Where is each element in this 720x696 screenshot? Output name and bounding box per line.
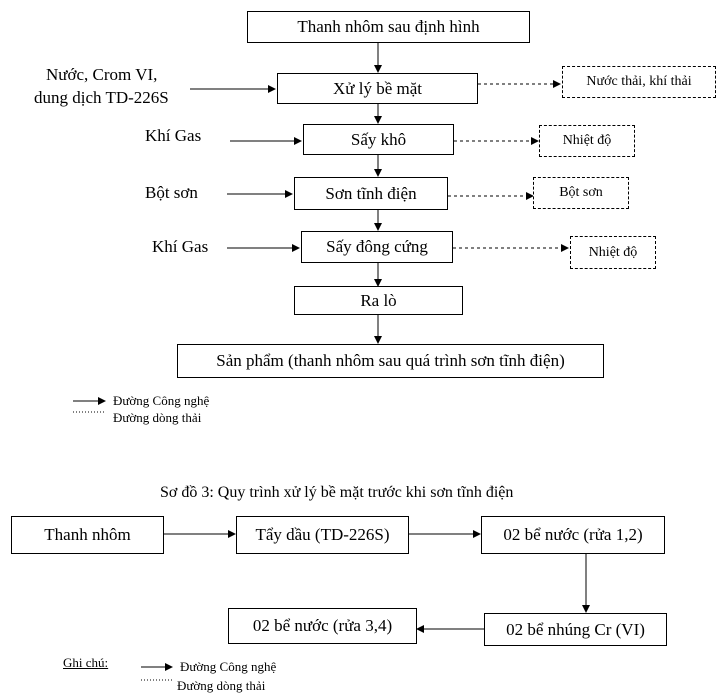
input-chemicals-line1: Nước, Crom VI, <box>46 65 158 84</box>
output-heat-2: Nhiệt độ <box>570 236 656 269</box>
legend-process-label: Đường Công nghệ <box>180 659 277 674</box>
box-drying: Sấy khô <box>303 124 454 155</box>
box-kiln-out: Ra lò <box>294 286 463 315</box>
box-aluminum-profile: Thanh nhôm sau định hình <box>247 11 530 43</box>
output-heat-1: Nhiệt độ <box>539 125 635 157</box>
box-aluminum-bar: Thanh nhôm <box>11 516 164 554</box>
legend-note: Ghi chú: <box>63 655 109 670</box>
box-powder-coating: Sơn tĩnh điện <box>294 177 448 210</box>
box-rinse-3-4: 02 bể nước (rửa 3,4) <box>228 608 417 644</box>
box-degrease: Tẩy dầu (TD-226S) <box>236 516 409 554</box>
output-powder: Bột sơn <box>533 177 629 209</box>
box-product: Sản phẩm (thanh nhôm sau quá trình sơn t… <box>177 344 604 378</box>
box-curing: Sấy đông cứng <box>301 231 453 263</box>
input-powder: Bột sơn <box>145 183 198 202</box>
input-chemicals-line2: dung dịch TD-226S <box>34 88 169 107</box>
legend-waste-label: Đường dòng thải <box>177 678 266 693</box>
box-rinse-1-2: 02 bể nước (rửa 1,2) <box>481 516 665 554</box>
box-chrome-dip: 02 bể nhúng Cr (VI) <box>484 613 667 646</box>
legend-waste-label: Đường dòng thải <box>113 410 202 425</box>
legend-process-label: Đường Công nghệ <box>113 393 210 408</box>
input-gas-2: Khí Gas <box>152 237 209 256</box>
diagram-title: Sơ đồ 3: Quy trình xử lý bề mặt trước kh… <box>160 484 514 501</box>
box-surface-treatment: Xử lý bề mặt <box>277 73 478 104</box>
input-gas-1: Khí Gas <box>145 126 202 145</box>
output-waste: Nước thải, khí thải <box>562 66 716 98</box>
